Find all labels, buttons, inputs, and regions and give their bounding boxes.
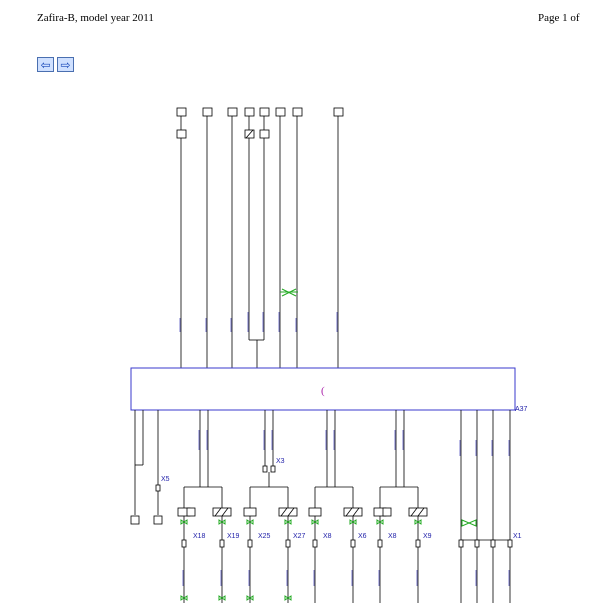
splice-mark: [280, 288, 298, 297]
module-label: A37: [515, 406, 528, 413]
terminal-box: [176, 107, 187, 117]
lower-wires: [134, 410, 511, 603]
terminal-box: [227, 107, 238, 117]
connector-pins: [181, 539, 513, 548]
x5-connector: [130, 484, 163, 525]
connector-label: X8: [388, 533, 397, 540]
connector-label: X1: [513, 533, 522, 540]
connector-label: X8: [323, 533, 332, 540]
terminal-box: [333, 107, 344, 117]
mid-connector-label: X3: [276, 458, 285, 465]
connector-label: X9: [423, 533, 432, 540]
forward-button[interactable]: ⇨: [57, 57, 74, 72]
connector-label: X27: [293, 533, 306, 540]
terminal-box: [244, 129, 255, 139]
back-button[interactable]: ⇦: [37, 57, 54, 72]
upper-wires: [180, 116, 339, 368]
terminal-box: [202, 107, 213, 117]
connector-label: X25: [258, 533, 271, 540]
diode-slash: [245, 129, 254, 139]
terminal-box: [292, 107, 303, 117]
control-module: [130, 367, 516, 411]
relay-boxes: [177, 507, 428, 517]
connector-label: X6: [358, 533, 367, 540]
terminal-box: [259, 107, 270, 117]
connector-label: X18: [193, 533, 206, 540]
back-arrow-icon: ⇦: [40, 57, 51, 72]
wire-code-marks: [179, 312, 510, 586]
terminal-box: [275, 107, 286, 117]
page-number: Page 1 of: [538, 12, 580, 24]
left-connector-label: X5: [161, 476, 170, 483]
module-center-mark: (: [321, 385, 325, 397]
connector-labels: X18 X19 X25 X27 X8 X6 X8 X9 X1: [193, 533, 522, 540]
terminal-box: [244, 107, 255, 117]
terminal-box: [259, 129, 270, 139]
page-header-title: Zafira-B, model year 2011: [37, 12, 154, 24]
terminal-box: [176, 129, 187, 139]
connector-label: X19: [227, 533, 240, 540]
x3-connector: [262, 465, 276, 473]
forward-arrow-icon: ⇨: [60, 57, 71, 72]
top-terminals: [176, 107, 344, 139]
green-splices: [180, 519, 477, 601]
